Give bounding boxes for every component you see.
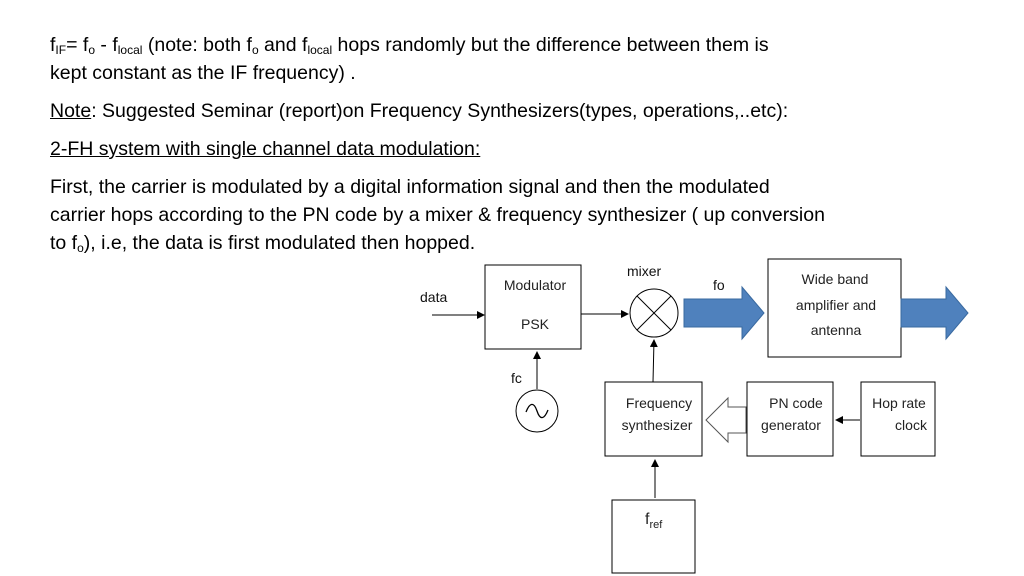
note-label: Note — [50, 100, 92, 122]
synthesizer-to-mixer-arrow — [649, 339, 658, 383]
modulator-psk-label: PSK — [521, 316, 550, 332]
amplifier-antenna-block: Wide band amplifier and antenna — [767, 258, 902, 358]
fref-block: fref — [611, 499, 696, 574]
pn-code-generator-block: PN code generator — [746, 381, 834, 457]
equation-line: fIF= fo - flocal (note: both fo and floc… — [50, 34, 769, 57]
equation-line-continued: kept constant as the IF frequency) . — [50, 62, 356, 84]
sine-wave-icon — [525, 403, 549, 419]
hop-rate-clock-block: Hop rate clock — [860, 381, 936, 457]
paragraph-line-2: carrier hops according to the PN code by… — [50, 204, 825, 226]
svg-text:generator: generator — [761, 417, 821, 433]
modulator-label: Modulator — [504, 277, 567, 293]
svg-text:Frequency: Frequency — [626, 395, 692, 411]
section-heading: 2-FH system with single channel data mod… — [50, 138, 481, 160]
svg-text:Hop rate: Hop rate — [872, 395, 926, 411]
pn-to-synthesizer-arrow — [705, 396, 747, 444]
svg-text:Wide band: Wide band — [802, 271, 869, 287]
data-label: data — [420, 289, 447, 305]
fc-label: fc — [511, 370, 522, 386]
fref-label: fref — [645, 511, 663, 531]
svg-text:amplifier and: amplifier and — [796, 297, 876, 313]
carrier-oscillator — [515, 389, 559, 433]
modulator-block: Modulator PSK — [484, 264, 582, 350]
svg-text:synthesizer: synthesizer — [622, 417, 693, 433]
svg-text:PN code: PN code — [769, 395, 823, 411]
paragraph-line-1: First, the carrier is modulated by a dig… — [50, 176, 770, 198]
note-text: : Suggested Seminar (report)on Frequency… — [91, 100, 789, 122]
mixer-label: mixer — [627, 263, 662, 279]
note-line: Note: Suggested Seminar (report)on Frequ… — [50, 97, 788, 125]
antenna-output-arrow — [900, 285, 969, 341]
mixer-symbol — [629, 288, 679, 338]
paragraph-line-3: to fo), i.e, the data is first modulated… — [50, 232, 476, 255]
svg-text:antenna: antenna — [811, 322, 862, 338]
svg-text:clock: clock — [895, 417, 928, 433]
fo-label: fo — [713, 277, 725, 293]
fo-output-arrow — [683, 285, 765, 341]
frequency-synthesizer-block: Frequency synthesizer — [604, 381, 703, 457]
